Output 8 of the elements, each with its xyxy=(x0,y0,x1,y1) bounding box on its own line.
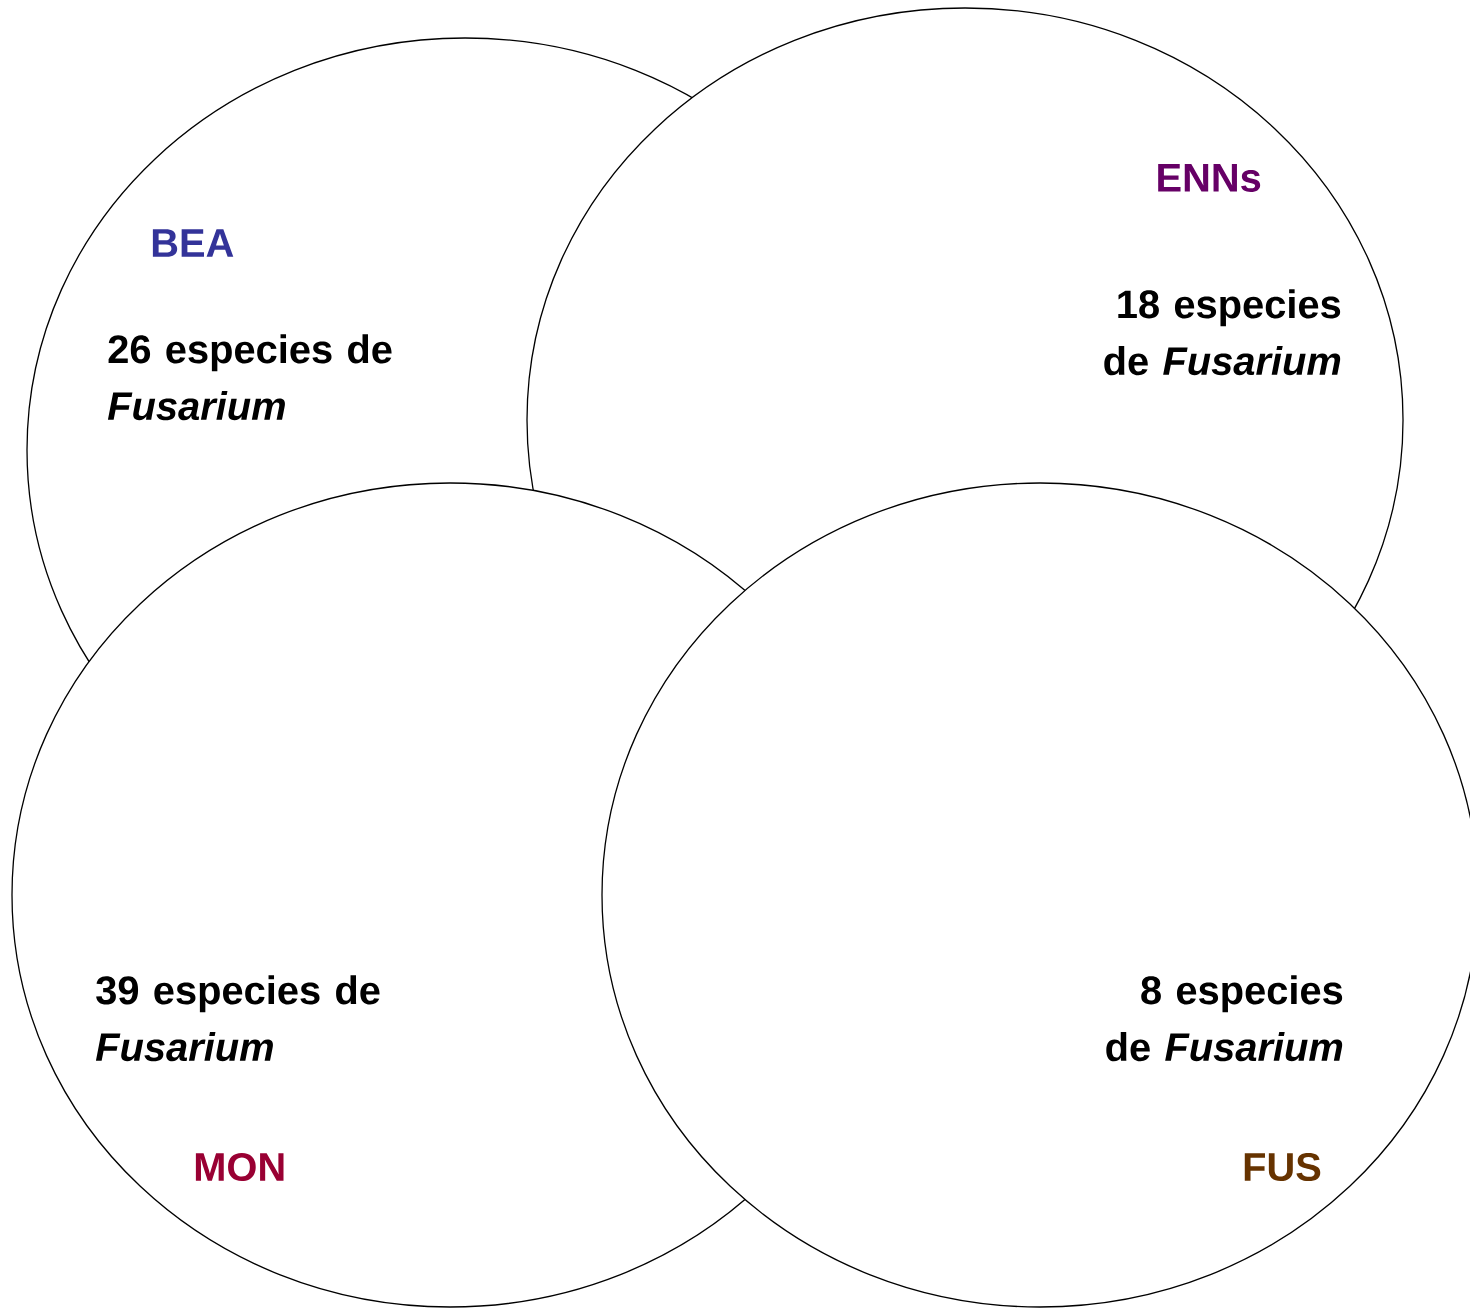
set-label: FUS xyxy=(1244,1152,1321,1182)
set-label: ENNs xyxy=(1158,164,1261,192)
count-label: 18 especies de Fusarium xyxy=(1104,289,1341,376)
count-label: 8 especies de Fusarium xyxy=(1106,975,1343,1062)
count-label: 39 especies de Fusarium xyxy=(95,975,380,1062)
count-label: 26 especies de Fusarium xyxy=(107,334,392,421)
set-label: BEA xyxy=(152,229,234,257)
set-label: MON xyxy=(195,1152,284,1182)
